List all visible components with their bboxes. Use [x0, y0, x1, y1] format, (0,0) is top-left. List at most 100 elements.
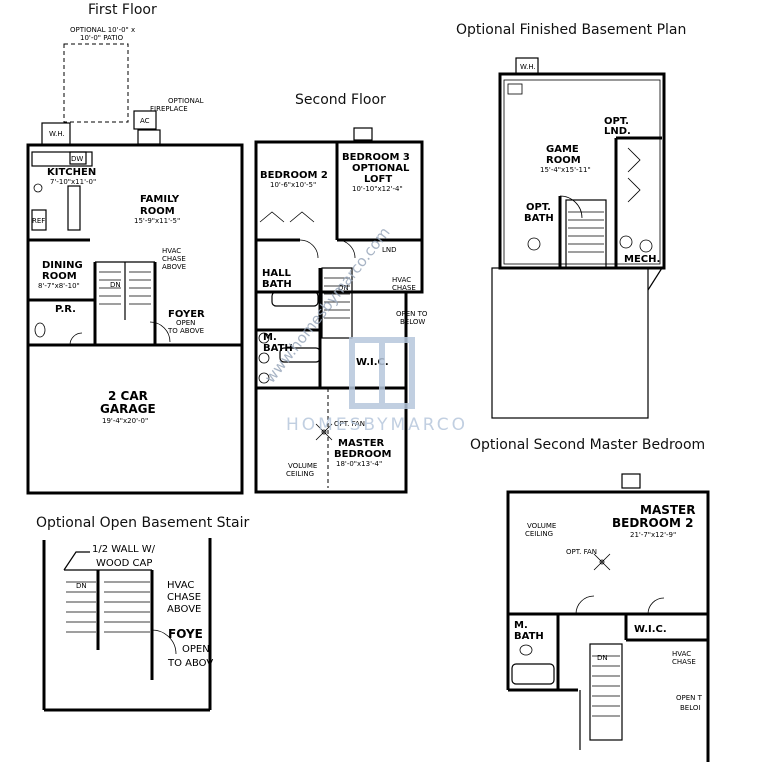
sump — [639, 239, 653, 253]
sm-opt-fan-label: OPT. FAN — [566, 548, 597, 556]
kitchen-dim: 7'-10"x11'-0" — [50, 178, 96, 186]
stair-box — [321, 267, 353, 339]
garage-door-swing — [69, 332, 83, 346]
fireplace-box — [137, 129, 161, 145]
bed3-door — [336, 239, 356, 259]
basement-bath-door — [559, 195, 583, 219]
master-dim: 18'-0"x13'-4" — [336, 460, 382, 468]
foyer-label: FOYER — [168, 309, 205, 320]
logo-icon — [349, 337, 415, 409]
sm-title-1: MASTER — [640, 503, 696, 517]
opt-lnd-label-1: OPT. — [604, 116, 629, 127]
pr-label: P.R. — [55, 304, 76, 315]
fan-icon — [315, 423, 333, 441]
sm-dn-label: DN — [597, 654, 608, 662]
hall-tub — [271, 291, 319, 307]
sm-hvac-2: CHASE — [672, 658, 696, 666]
sm-mbath-1: M. — [514, 620, 528, 631]
basement-stair-treads — [568, 211, 604, 253]
ref-label: REF — [32, 217, 45, 225]
os-open-2: TO ABOV — [167, 658, 213, 669]
open-below-2: BELOW — [400, 318, 425, 326]
sm-volume-1: VOLUME — [527, 522, 556, 530]
dining-label-2: ROOM — [42, 271, 77, 282]
sm-wic-label: W.I.C. — [634, 624, 667, 635]
sm-hvac-1: HVAC — [672, 650, 691, 658]
master-label-1: MASTER — [338, 438, 385, 449]
hvac2-label-2: CHASE — [392, 284, 416, 292]
sm-door-2 — [647, 597, 665, 615]
watermark-text: HOMESBYMARCO — [286, 415, 468, 435]
sink-2 — [258, 352, 270, 364]
opt-bath-label-1: OPT. — [526, 202, 551, 213]
patio-outline — [63, 43, 129, 123]
sm-toilet — [519, 644, 533, 656]
opt-fan-label: OPT. FAN — [334, 420, 365, 428]
opt-lnd-label-2: LND. — [604, 126, 631, 137]
sink-1 — [258, 332, 270, 344]
os-leader — [63, 551, 90, 571]
kitchen-counter — [31, 151, 93, 167]
fireplace-label-2: FIREPLACE — [150, 105, 188, 113]
ac-label: AC — [140, 117, 150, 125]
dining-label-1: DINING — [42, 260, 83, 271]
open-stair-heading: Optional Open Basement Stair — [36, 515, 249, 531]
os-dn-label: DN — [76, 582, 87, 590]
bedroom3-label-1: BEDROOM 3 — [342, 152, 410, 163]
dw-label: DW — [71, 155, 83, 163]
sm-volume-2: CEILING — [525, 530, 553, 538]
master-tub — [279, 347, 321, 363]
basement-inner-wall — [503, 79, 661, 265]
radon-box — [507, 83, 523, 95]
garage-walls — [26, 343, 244, 495]
second-floor-plan: DN BEDROOM 2 10'-6"x10'-5" BEDROOM 3 OPT… — [254, 127, 428, 494]
hvac-label-3: ABOVE — [162, 263, 186, 271]
first-floor-heading: First Floor — [88, 2, 157, 18]
hall-bath-label-2: BATH — [262, 279, 292, 290]
patio-label-2: 10'-0" PATIO — [80, 34, 124, 42]
sm-walls — [506, 490, 710, 616]
master-label-2: BEDROOM — [334, 449, 391, 460]
stair-treads — [99, 271, 151, 305]
garage-dim: 19'-4"x20'-0" — [102, 417, 148, 425]
basement-stair — [565, 199, 607, 269]
m-bath-label-1: M. — [263, 332, 277, 343]
second-floor-lower-walls — [254, 290, 408, 494]
os-half-wall-1: 1/2 WALL W/ — [92, 544, 156, 555]
bedroom2-dim: 10'-6"x10'-5" — [270, 181, 316, 189]
bedroom3-label-2: OPTIONAL — [352, 163, 410, 174]
sm-stair-treads — [592, 655, 620, 717]
os-foyer-label: FOYE — [168, 627, 203, 641]
family-label-2: ROOM — [140, 206, 175, 217]
second-floor-heading: Second Floor — [295, 92, 386, 108]
sm-fan-icon — [593, 553, 611, 571]
open-to-above-2: TO ABOVE — [167, 327, 204, 335]
sm-title-2: BEDROOM 2 — [612, 516, 693, 530]
volume-label-2: CEILING — [286, 470, 314, 478]
furnace — [619, 235, 633, 249]
dining-dim: 8'-7"x8'-10" — [38, 282, 80, 290]
os-half-wall-2: WOOD CAP — [96, 558, 152, 569]
sm-dim: 21'-7"x12'-9" — [630, 531, 676, 539]
basement-wh-label: W.H. — [520, 63, 536, 71]
os-hvac-3: ABOVE — [167, 604, 201, 615]
open-below-1: OPEN TO — [396, 310, 428, 318]
lnd-doors — [627, 147, 641, 203]
bedroom3-dim: 10'-10"x12'-4" — [352, 185, 403, 193]
stair-treads-2 — [324, 277, 350, 319]
kitchen-label: KITCHEN — [47, 167, 96, 178]
pr-toilet — [34, 322, 46, 338]
opt-bath-label-2: BATH — [524, 213, 554, 224]
mech-label: MECH. — [624, 254, 660, 265]
first-floor-plan: OPTIONAL 10'-0" x 10'-0" PATIO OPTIONAL … — [26, 26, 244, 495]
os-hvac-2: CHASE — [167, 592, 201, 603]
wic-label: W.I.C. — [356, 357, 389, 368]
sm-tub — [511, 663, 555, 685]
dishwasher — [69, 151, 87, 165]
refrigerator — [31, 209, 47, 231]
sm-door-1 — [575, 595, 595, 615]
open-to-above-1: OPEN — [176, 319, 195, 327]
hall-bath-label-1: HALL — [262, 268, 291, 279]
hvac2-label-1: HVAC — [392, 276, 411, 284]
